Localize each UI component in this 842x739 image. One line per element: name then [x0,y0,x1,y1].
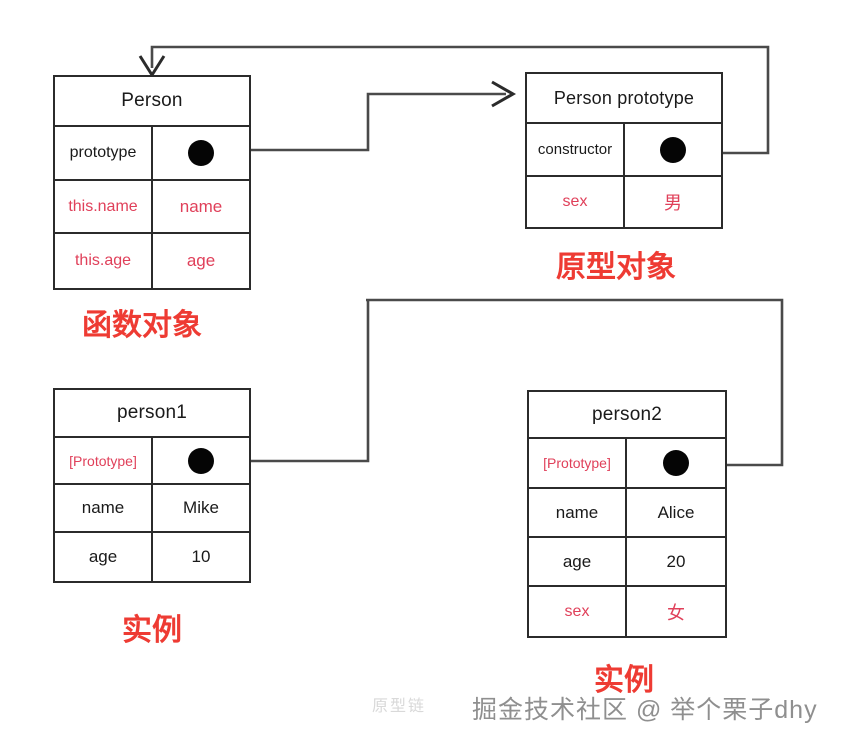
table-row: name Alice [529,489,725,538]
reference-dot-icon [188,447,214,474]
cell-key: constructor [527,124,625,175]
cell-value [625,124,721,175]
cell-value-text: 10 [191,547,211,566]
prototype-chain-label: 原型链 [372,692,426,716]
cell-key-text: constructor [537,141,613,158]
reference-dot-icon [663,450,689,476]
caption-person-prototype-text: 原型对象 [556,251,676,284]
cell-value [153,438,249,483]
cell-key: name [529,489,627,536]
cell-value: Mike [153,485,249,531]
cell-key: this.name [55,181,153,232]
caption-person-prototype: 原型对象 [556,242,676,286]
table-person1[interactable]: person1 [Prototype] name Mike age [53,388,251,583]
caption-person2: 实例 [594,655,654,699]
table-person-prototype-title-text: Person prototype [553,87,695,108]
table-person[interactable]: Person prototype this.name name this.age [53,75,251,290]
cell-key-text: name [555,502,599,522]
cell-key-text: this.age [74,252,132,269]
table-row: this.name name [55,181,249,234]
table-person-title-text: Person [121,90,183,111]
table-person1-title-text: person1 [116,402,188,423]
cell-key: prototype [55,127,153,179]
cell-value: 男 [625,177,721,227]
table-row: age 10 [55,533,249,581]
cell-value: age [153,234,249,288]
cell-key-text: this.name [68,197,138,215]
cell-key-text: age [562,551,592,571]
caption-person: 函数对象 [82,300,202,344]
prototype-chain-label-text: 原型链 [372,698,427,715]
table-row: name Mike [55,485,249,533]
cell-value [627,439,725,487]
table-person1-title: person1 [55,390,249,438]
cell-value: 女 [627,587,725,636]
table-row: age 20 [529,538,725,587]
reference-dot-wrap [627,439,725,487]
caption-person-text: 函数对象 [82,309,202,342]
cell-value-text: age [186,251,216,270]
reference-dot-icon [660,136,686,163]
cell-value: 20 [627,538,725,585]
cell-value [153,127,249,179]
table-person-prototype-title: Person prototype [527,74,721,124]
cell-value-text: Alice [657,502,695,522]
cell-key-text: prototype [69,144,137,161]
cell-key: sex [527,177,625,227]
table-row: constructor [527,124,721,177]
table-row: prototype [55,127,249,181]
reference-dot-wrap [625,124,721,175]
cell-value-text: 女 [667,602,685,623]
cell-key-text: sex [562,193,588,210]
table-row: sex 女 [529,587,725,636]
table-person-prototype[interactable]: Person prototype constructor sex 男 [525,72,723,229]
cell-key: name [55,485,153,531]
cell-value-text: 20 [666,551,686,571]
cell-key: age [55,533,153,581]
cell-key: age [529,538,627,585]
table-person2-title: person2 [529,392,725,439]
watermark-text: 掘金技术社区 @ 举个栗子dhy [472,696,818,724]
cell-key: this.age [55,234,153,288]
reference-dot-wrap [153,438,249,483]
watermark: 掘金技术社区 @ 举个栗子dhy [472,690,818,726]
cell-value-text: name [179,196,223,216]
cell-key: [Prototype] [55,438,153,483]
table-row: [Prototype] [55,438,249,485]
cell-value-text: Mike [183,498,219,517]
reference-dot-icon [188,140,214,166]
table-person-title: Person [55,77,249,127]
cell-key-text: [Prototype] [69,452,137,469]
cell-value: Alice [627,489,725,536]
cell-key: [Prototype] [529,439,627,487]
reference-dot-wrap [153,127,249,179]
cell-key-text: name [81,498,125,517]
cell-key: sex [529,587,627,636]
table-row: this.age age [55,234,249,288]
caption-person1: 实例 [122,605,182,649]
table-person2[interactable]: person2 [Prototype] name Alice age [527,390,727,638]
cell-key-text: age [88,547,118,566]
table-person2-title-text: person2 [591,403,663,425]
cell-value-text: 男 [664,193,682,213]
cell-key-text: sex [564,602,590,620]
table-row: sex 男 [527,177,721,227]
caption-person2-text: 实例 [594,664,654,697]
cell-value: name [153,181,249,232]
cell-key-text: [Prototype] [543,455,611,471]
cell-value: 10 [153,533,249,581]
caption-person1-text: 实例 [122,614,182,647]
table-row: [Prototype] [529,439,725,489]
